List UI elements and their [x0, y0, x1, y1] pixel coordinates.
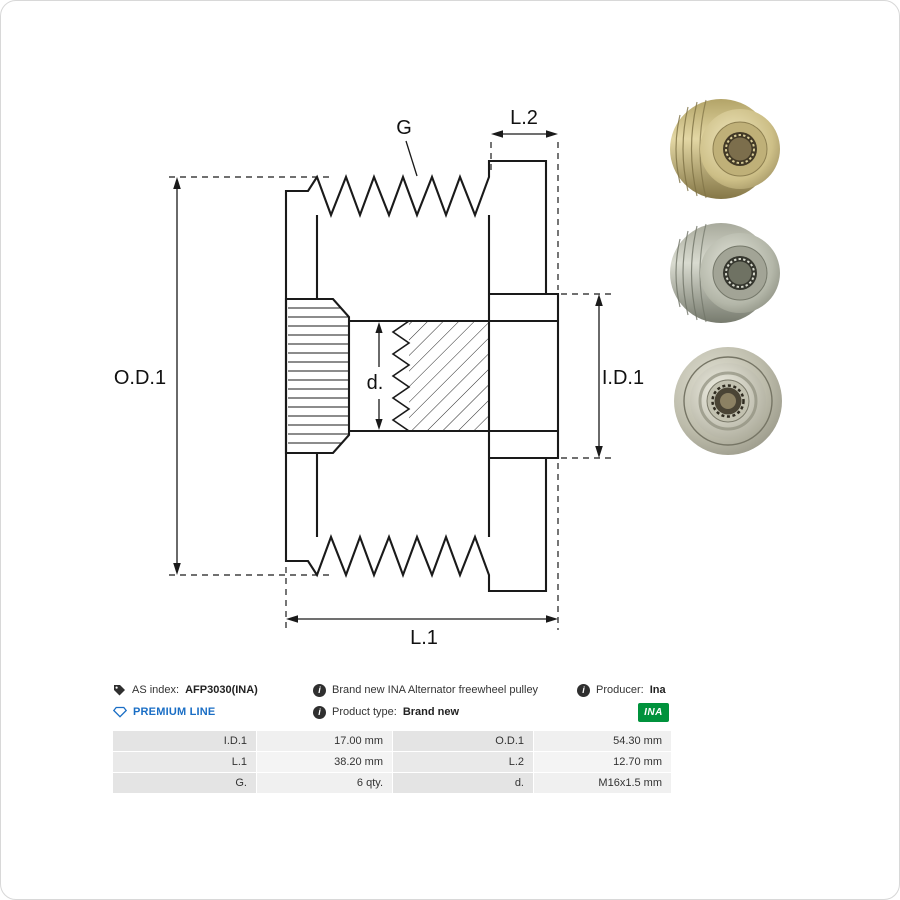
tag-icon — [114, 684, 125, 695]
pulley-photo-front — [674, 347, 782, 455]
spec-label: d. — [393, 773, 533, 793]
info-row-1: AS index: AFP3030(INA) i Brand new INA A… — [113, 679, 669, 701]
brand-logo-area: INA — [577, 702, 669, 722]
info-icon: i — [577, 683, 590, 697]
spec-value: 17.00 mm — [257, 731, 392, 751]
info-icon: i — [313, 683, 326, 697]
spec-label: G. — [113, 773, 256, 793]
extension-lines — [169, 142, 611, 630]
diamond-icon — [113, 706, 127, 718]
dim-label-d: d. — [367, 372, 384, 394]
dim-label-g: G — [396, 117, 412, 139]
spec-row: G. 6 qty. d. M16x1.5 mm — [113, 773, 671, 793]
dimension-labels: O.D.1 L.2 G d. I.D.1 L.1 — [114, 107, 644, 649]
spline-hub — [284, 297, 351, 455]
spec-value: 6 qty. — [257, 773, 392, 793]
spline-lines — [288, 307, 349, 444]
pulley-cross-section — [284, 159, 560, 593]
spec-table: I.D.1 17.00 mm O.D.1 54.30 mm L.1 38.20 … — [113, 731, 671, 793]
dim-label-id1: I.D.1 — [602, 367, 644, 389]
outer-profile — [284, 159, 560, 593]
product-photo-3 — [664, 341, 796, 463]
technical-drawing: O.D.1 L.2 G d. I.D.1 L.1 — [114, 107, 644, 649]
pulley-photo-side-gold — [670, 99, 780, 199]
product-type-value: Brand new — [402, 706, 460, 718]
info-row-2: PREMIUM LINE i Product type: Brand new I… — [113, 701, 669, 723]
as-index-value: AFP3030(INA) — [185, 684, 258, 696]
info-icon: i — [313, 705, 326, 719]
product-photo-1 — [664, 93, 796, 205]
spec-label: I.D.1 — [113, 731, 256, 751]
as-index: AS index: AFP3030(INA) — [113, 684, 313, 697]
product-description: i Brand new INA Alternator freewheel pul… — [313, 683, 577, 697]
dimension-lines — [176, 133, 600, 620]
dimension-arrows — [173, 130, 603, 623]
product-type: i Product type: Brand new — [313, 705, 577, 719]
product-photo-2 — [664, 217, 796, 329]
spec-row: L.1 38.20 mm L.2 12.70 mm — [113, 752, 671, 772]
pulley-photo-side-zinc — [670, 223, 780, 323]
spec-label: L.1 — [113, 752, 256, 772]
product-photos — [664, 93, 796, 463]
spec-row: I.D.1 17.00 mm O.D.1 54.30 mm — [113, 731, 671, 751]
spec-value: 54.30 mm — [534, 731, 671, 751]
spec-value: 38.20 mm — [257, 752, 392, 772]
as-index-label: AS index: — [132, 684, 180, 696]
product-info: AS index: AFP3030(INA) i Brand new INA A… — [113, 679, 671, 794]
spec-label: L.2 — [393, 752, 533, 772]
spec-value: M16x1.5 mm — [534, 773, 671, 793]
dim-label-od1: O.D.1 — [114, 367, 166, 389]
producer: i Producer: Ina — [577, 683, 669, 697]
ina-logo: INA — [638, 702, 669, 722]
producer-value: Ina — [649, 684, 666, 696]
premium-line-label: PREMIUM LINE — [133, 706, 216, 718]
spec-value: 12.70 mm — [534, 752, 671, 772]
threaded-bore — [391, 320, 488, 432]
dim-label-l1: L.1 — [410, 627, 438, 649]
spec-label: O.D.1 — [393, 731, 533, 751]
description-text: Brand new INA Alternator freewheel pulle… — [332, 684, 539, 696]
producer-label: Producer: — [596, 684, 644, 696]
product-type-label: Product type: — [332, 706, 397, 718]
premium-line: PREMIUM LINE — [113, 706, 313, 718]
dim-label-l2: L.2 — [510, 107, 538, 129]
